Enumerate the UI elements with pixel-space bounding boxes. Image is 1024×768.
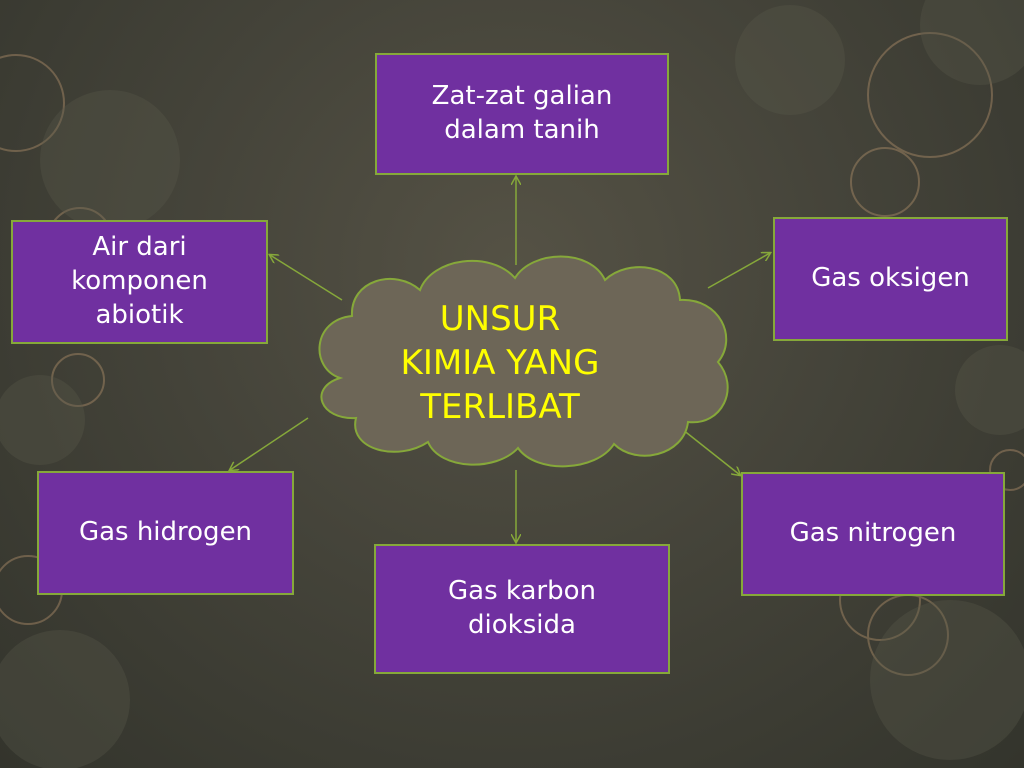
connector-right-up [707,253,770,289]
center-cloud-shape [318,255,729,468]
connector-left-up [270,255,343,301]
node-gas-karbon-dioksida: Gas karbon dioksida [374,544,670,674]
node-gas-hidrogen: Gas hidrogen [37,471,294,595]
connector-left-dn [230,417,309,470]
center-cloud [318,255,729,468]
node-gas-nitrogen: Gas nitrogen [741,472,1005,596]
node-air-dari-komponen-abiotik: Air dari komponen abiotik [11,220,268,344]
node-zat-zat-galian: Zat-zat galian dalam tanih [375,53,669,175]
node-gas-oksigen: Gas oksigen [773,217,1008,341]
center-topic-label: UNSUR KIMIA YANG TERLIBAT [400,298,600,428]
